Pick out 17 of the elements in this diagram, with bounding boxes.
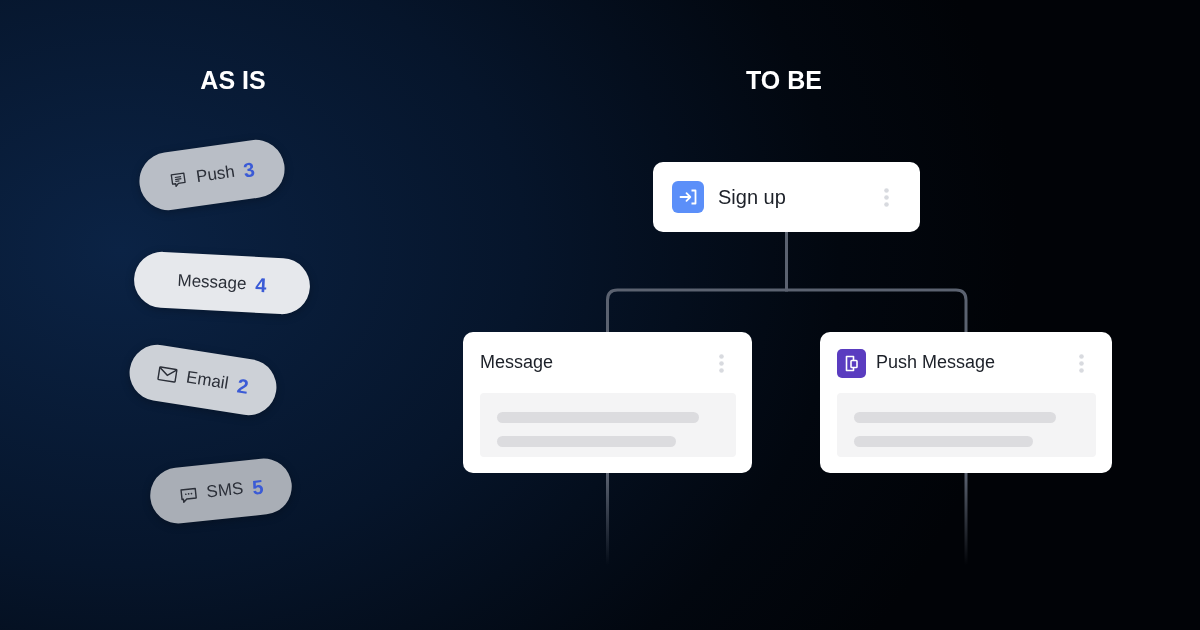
step-title: Sign up — [718, 186, 786, 209]
count-number: 4 — [254, 273, 268, 297]
step-card — [820, 332, 1112, 473]
section-heading: TO BE — [746, 66, 822, 95]
channel-name: SMS — [205, 478, 245, 503]
step-title: Message — [480, 352, 554, 373]
step-card — [463, 332, 752, 473]
trigger-card — [653, 162, 920, 232]
connector-line — [785, 232, 968, 332]
channel-name: Push — [194, 161, 236, 188]
count-number: 2 — [235, 374, 251, 399]
count-number: 5 — [251, 475, 265, 500]
step-title: Push Message — [876, 352, 996, 373]
channel-name: Email — [184, 367, 230, 394]
count-number: 3 — [241, 157, 257, 182]
section-heading: AS IS — [200, 66, 266, 95]
channel-name: Message — [177, 270, 247, 295]
